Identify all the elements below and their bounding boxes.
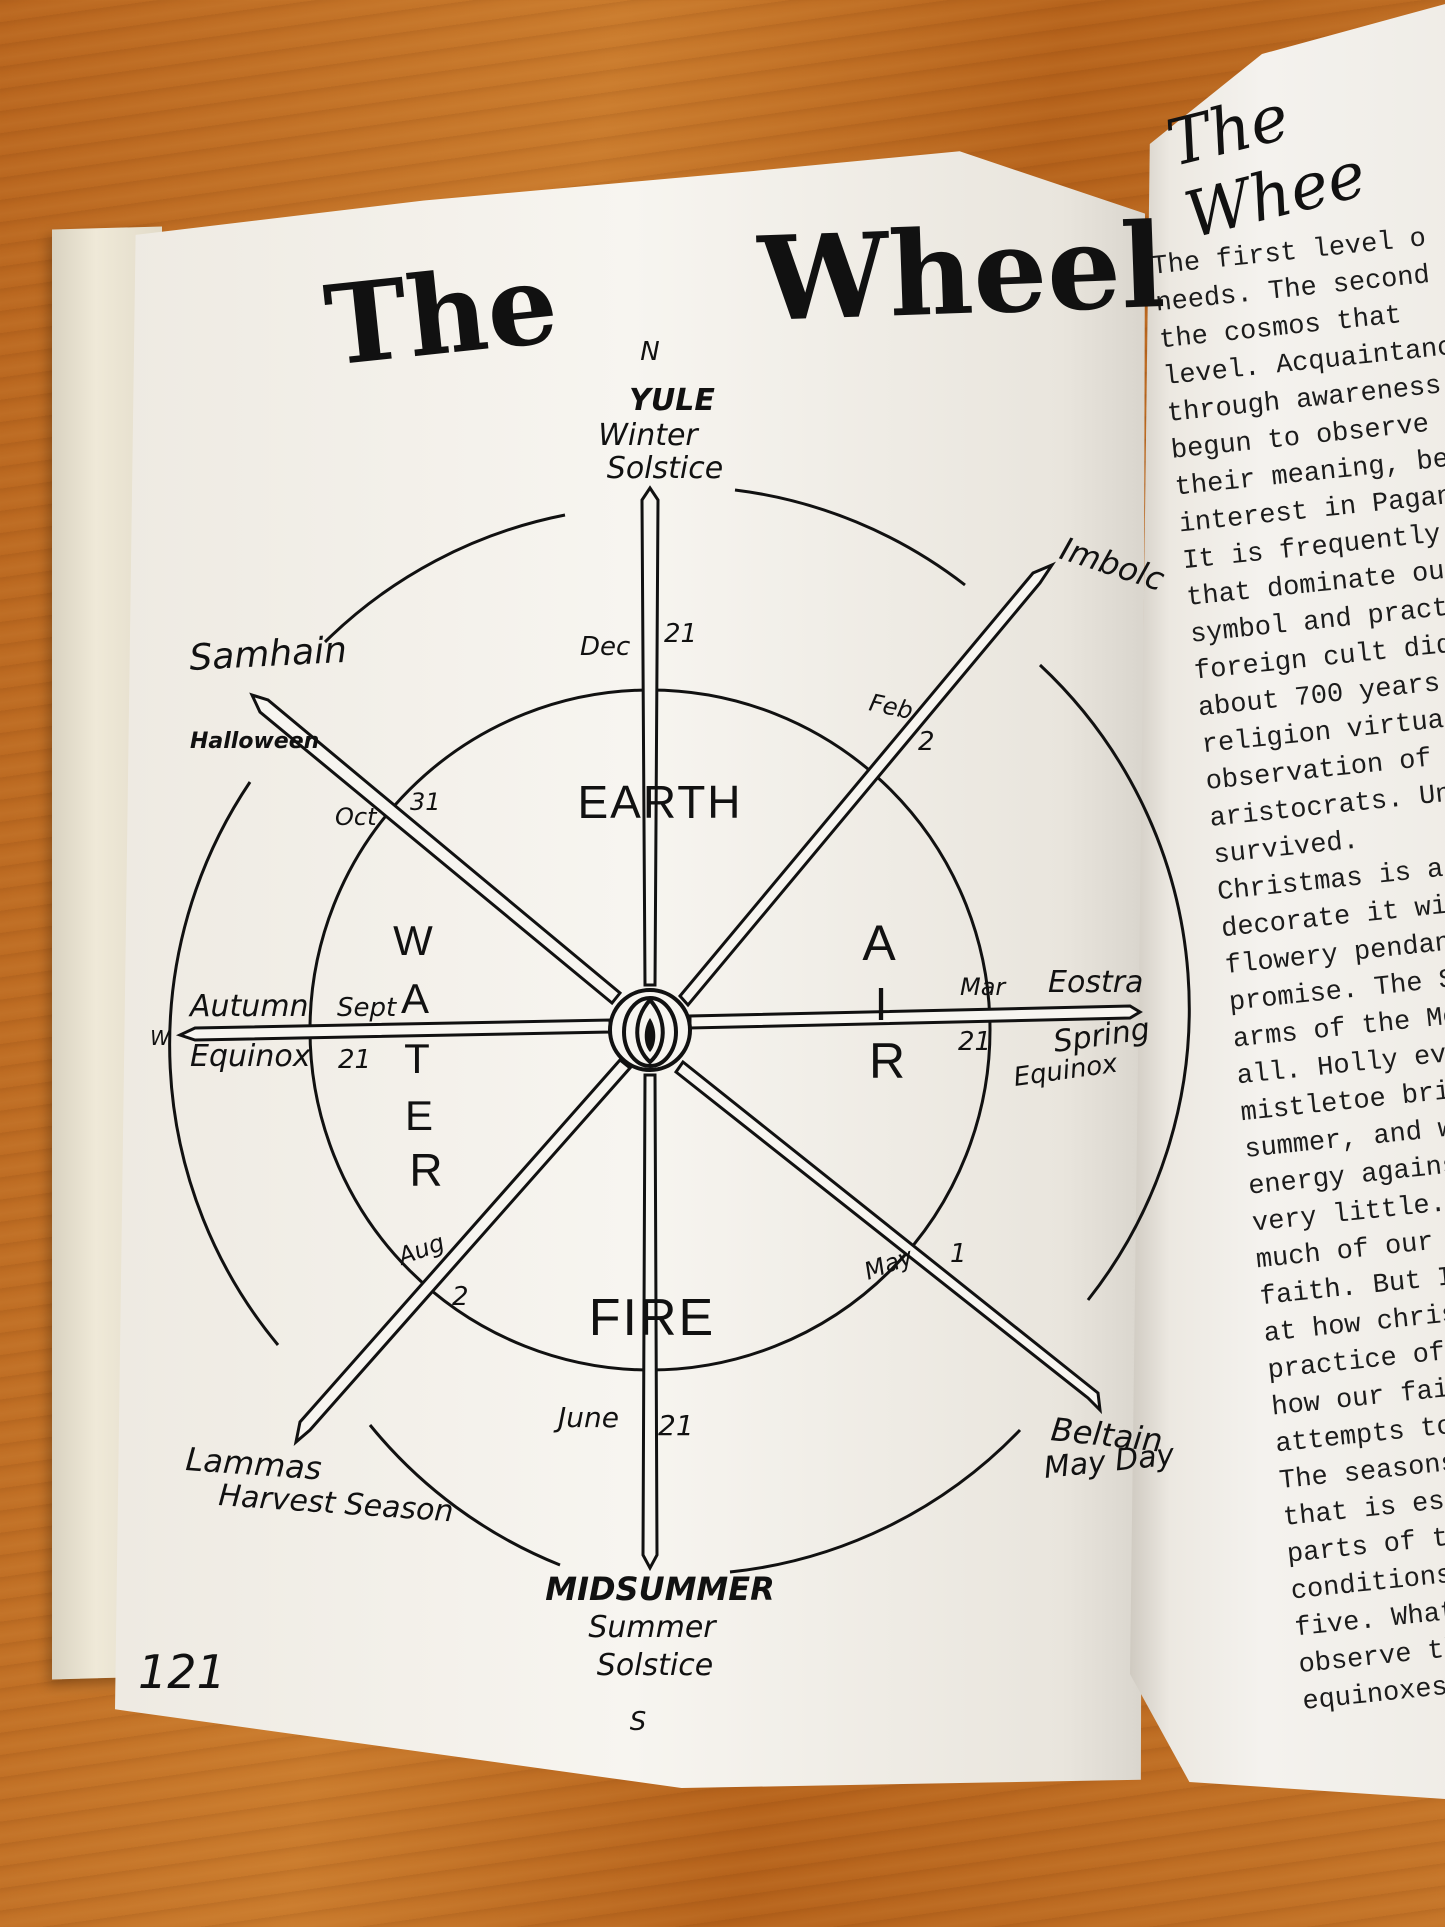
date-mar: Mar xyxy=(960,973,1007,1001)
compass-west: W xyxy=(150,1026,171,1050)
spoke-south xyxy=(641,1073,659,1572)
element-water-t: T xyxy=(404,1035,432,1082)
element-water: W A T E R xyxy=(393,917,444,1196)
eostra-label: Eostra xyxy=(1048,965,1143,1000)
left-page xyxy=(115,151,1145,1788)
solstice-top-label: Solstice xyxy=(607,451,723,486)
outer-arc-bottom-right xyxy=(729,1428,1022,1574)
autumn-label: Autumn xyxy=(188,989,309,1024)
summer-label: Summer xyxy=(588,1610,717,1645)
yule-label: YULE xyxy=(629,383,715,418)
compass-north: N xyxy=(640,337,659,367)
spoke-north xyxy=(640,485,660,987)
hub-flame-icon xyxy=(608,988,692,1072)
element-air-a: A xyxy=(862,915,897,971)
harvest-season-label: Harvest Season xyxy=(217,1478,454,1529)
samhain-label: Samhain xyxy=(188,630,348,679)
date-sept: Sept xyxy=(337,993,397,1023)
element-air-i: I xyxy=(875,978,890,1030)
spoke-southeast xyxy=(673,1059,1102,1415)
date-mar-day: 21 xyxy=(958,1027,991,1057)
outer-arc-bottom-left xyxy=(368,1424,561,1567)
date-june-day: 21 xyxy=(658,1409,694,1442)
date-june: June xyxy=(553,1401,619,1434)
equinox-autumn-label: Equinox xyxy=(190,1039,311,1074)
date-sept-day: 21 xyxy=(338,1045,371,1075)
spoke-northeast xyxy=(678,561,1057,1008)
element-water-w: W xyxy=(393,917,435,964)
element-water-e: E xyxy=(405,1092,435,1139)
winter-label: Winter xyxy=(598,418,699,453)
outer-arc-top-left xyxy=(323,513,566,644)
outer-arc-top-right xyxy=(734,488,966,587)
equinox-spring-label: Equinox xyxy=(1012,1049,1120,1093)
element-water-r: R xyxy=(409,1144,444,1196)
element-fire: FIRE xyxy=(589,1289,715,1347)
title-wheel: Wheel xyxy=(754,198,1167,348)
date-aug-day: 2 xyxy=(452,1282,469,1312)
compass-south: S xyxy=(630,1707,647,1737)
element-air-r: R xyxy=(869,1033,907,1089)
date-feb: Feb xyxy=(867,688,916,724)
date-dec: Dec xyxy=(580,632,630,662)
spoke-southwest xyxy=(293,1057,633,1446)
date-feb-day: 2 xyxy=(918,727,935,757)
outer-ring xyxy=(168,488,1191,1574)
outer-arc-left xyxy=(168,781,280,1346)
date-oct-day: 31 xyxy=(410,788,441,816)
date-may-day: 1 xyxy=(950,1239,967,1269)
imbolc-label: Imbolc xyxy=(1056,529,1170,598)
midsummer-label: MIDSUMMER xyxy=(545,1570,775,1608)
element-water-a: A xyxy=(401,975,431,1022)
right-page xyxy=(1130,0,1445,1800)
title-the: The xyxy=(319,238,563,391)
outer-arc-right xyxy=(1038,663,1191,1301)
lammas-label: Lammas xyxy=(184,1440,322,1487)
date-dec-day: 21 xyxy=(664,619,697,649)
halloween-label: Halloween xyxy=(190,729,319,754)
page-number: 121 xyxy=(138,1645,226,1699)
date-oct: Oct xyxy=(335,803,378,831)
element-earth: EARTH xyxy=(577,776,742,828)
solstice-bottom-label: Solstice xyxy=(597,1648,713,1683)
element-air: A I R xyxy=(862,915,907,1089)
date-may: May xyxy=(860,1242,917,1286)
spoke-northwest xyxy=(249,692,623,1006)
